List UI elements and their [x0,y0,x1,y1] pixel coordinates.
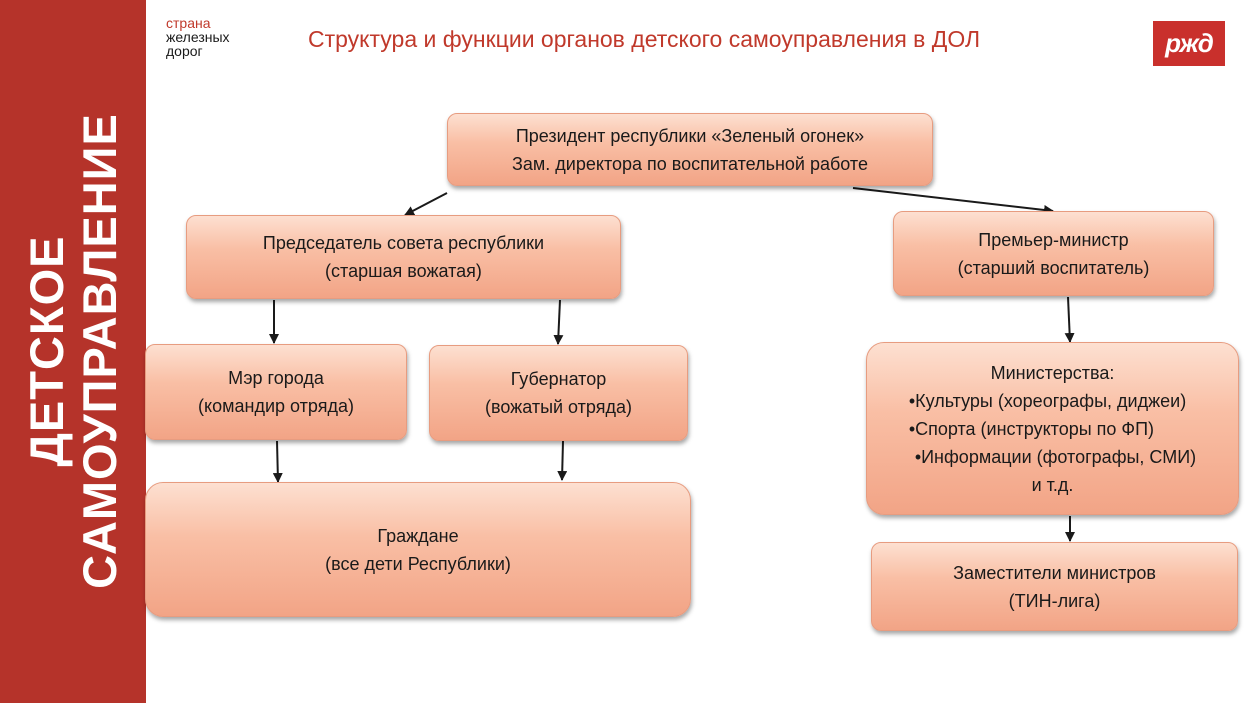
rzd-logo: ржд [1153,21,1225,66]
ministry-item-sport: •Спорта (инструкторы по ФП) [908,418,1155,439]
node-mayor-subtitle: (командир отряда) [198,396,354,416]
node-mayor-title: Мэр города [228,368,324,388]
node-ministries-footer: и т.д. [1031,474,1074,495]
node-ministries: Министерства: •Культуры (хореографы, дид… [866,342,1239,515]
arrow-president-chairman [404,192,448,216]
node-mayor: Мэр города (командир отряда) [145,344,407,440]
node-citizens-title: Граждане [377,525,459,546]
node-citizens: Граждане (все дети Республики) [145,482,691,617]
brand-line3: дорог [166,43,203,59]
node-premier-title: Премьер-министр [978,229,1129,250]
node-governor: Губернатор (вожатый отряда) [429,345,688,441]
node-president-title: Президент республики «Зеленый огонек» [515,125,865,146]
node-citizens-subtitle: (все дети Республики) [325,553,511,574]
node-deputies-title: Заместители министров [953,562,1156,583]
ministries-list: •Культуры (хореографы, диджеи) •Спорта (… [909,387,1196,471]
node-deputies-subtitle: (ТИН-лига) [1008,590,1101,611]
node-president: Президент республики «Зеленый огонек» За… [447,113,933,186]
arrow-premier-ministries [1064,296,1075,343]
ministry-item-culture: •Культуры (хореографы, диджеи) [908,390,1187,411]
brand-line2: железных [166,29,230,45]
node-president-subtitle: Зам. директора по воспитательной работе [512,153,868,174]
ministry-item-information: •Информации (фотографы, СМИ) [914,446,1197,467]
arrow-mayor-citizens [272,440,283,483]
arrow-governor-citizens [557,440,568,481]
brand-logo: страна железных дорог [166,16,230,58]
arrow-chairman-governor [553,299,564,345]
node-premier: Премьер-министр (старший воспитатель) [893,211,1214,296]
arrow-president-premier [852,187,1054,215]
node-premier-subtitle: (старший воспитатель) [957,257,1150,278]
page-title: Структура и функции органов детского сам… [308,26,981,52]
node-chairman-title: Председатель совета республики [262,233,545,253]
sidebar: ДЕТСКОЕ САМОУПРАВЛЕНИЕ [0,0,146,703]
node-chairman: Председатель совета республики (старшая … [186,215,621,299]
node-chairman-subtitle: (старшая вожатая) [325,261,482,281]
node-governor-subtitle: (вожатый отряда) [485,397,632,417]
node-ministries-heading: Министерства: [990,362,1115,383]
brand-line1: страна [166,15,211,31]
node-governor-title: Губернатор [510,369,607,389]
node-deputies: Заместители министров (ТИН-лига) [871,542,1238,631]
